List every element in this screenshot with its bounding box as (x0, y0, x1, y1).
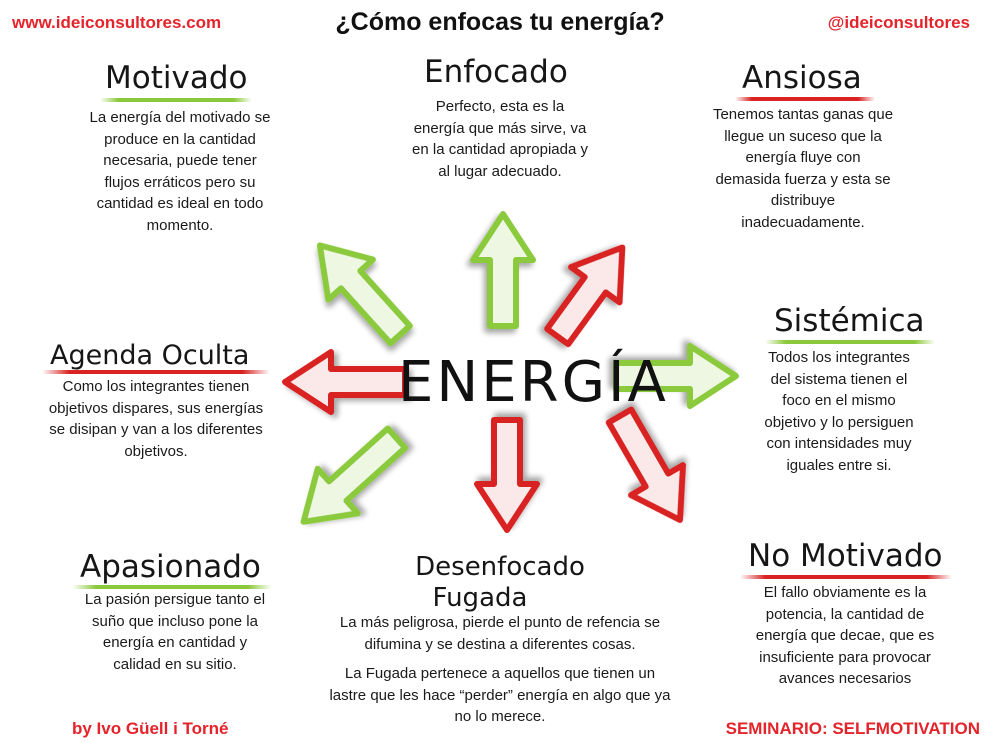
motivado-title: Motivado (105, 60, 248, 96)
arrow-down-right (605, 406, 686, 523)
arrow-up (470, 211, 536, 329)
desenfocado-description: La más peligrosa, pierde el punto de ref… (339, 614, 661, 653)
author-credit: by Ivo Güell i Torné (72, 719, 229, 738)
no-motivado-title: No Motivado (748, 538, 943, 574)
fugada-description: La Fugada pertenece a aquellos que tiene… (329, 665, 671, 725)
ansiosa-underline (735, 97, 875, 101)
arrow-down-left (300, 425, 409, 525)
no-motivado-underline (740, 575, 952, 579)
sistemica-description: Todos los integrantes del sistema tienen… (764, 349, 914, 474)
sistemica-underline (765, 340, 935, 344)
no-motivado-description: El fallo obviamente es la potencia, la c… (755, 584, 935, 687)
seminar-label: SEMINARIO: SELFMOTIVATION (725, 719, 980, 738)
center-word: ENERGÍA (398, 350, 669, 415)
agenda-oculta-description: Como los integrantes tienen objetivos di… (48, 378, 264, 460)
social-handle[interactable]: @ideiconsultores (827, 13, 970, 32)
motivado-description: La energía del motivado se produce en la… (89, 109, 271, 234)
motivado-underline (100, 98, 252, 102)
ansiosa-description: Tenemos tantas ganas que llegue un suces… (712, 106, 894, 231)
enfocado-title: Enfocado (424, 54, 568, 90)
enfocado-description: Perfecto, esta es la energía que más sir… (412, 98, 588, 180)
agenda-oculta-title: Agenda Oculta (50, 340, 250, 371)
apasionado-underline (72, 585, 272, 589)
arrow-up-left (316, 242, 413, 347)
desenfocado-description-block: La más peligrosa, pierde el punto de ref… (325, 612, 675, 736)
desenfocado-title: Desenfocado (415, 552, 585, 582)
sistemica-title: Sistémica (774, 303, 925, 339)
page-title: ¿Cómo enfocas tu energía? (335, 8, 665, 36)
apasionado-description: La pasión persigue tanto el suño que inc… (84, 591, 266, 673)
agenda-oculta-underline (42, 370, 270, 374)
ansiosa-title: Ansiosa (742, 60, 862, 96)
arrow-left (282, 349, 408, 415)
arrow-up-right (544, 244, 626, 348)
arrow-right (613, 343, 739, 409)
arrow-down (474, 417, 540, 533)
apasionado-title: Apasionado (80, 549, 261, 585)
fugada-title: Fugada (432, 583, 528, 613)
website-url[interactable]: www.ideiconsultores.com (12, 13, 222, 32)
